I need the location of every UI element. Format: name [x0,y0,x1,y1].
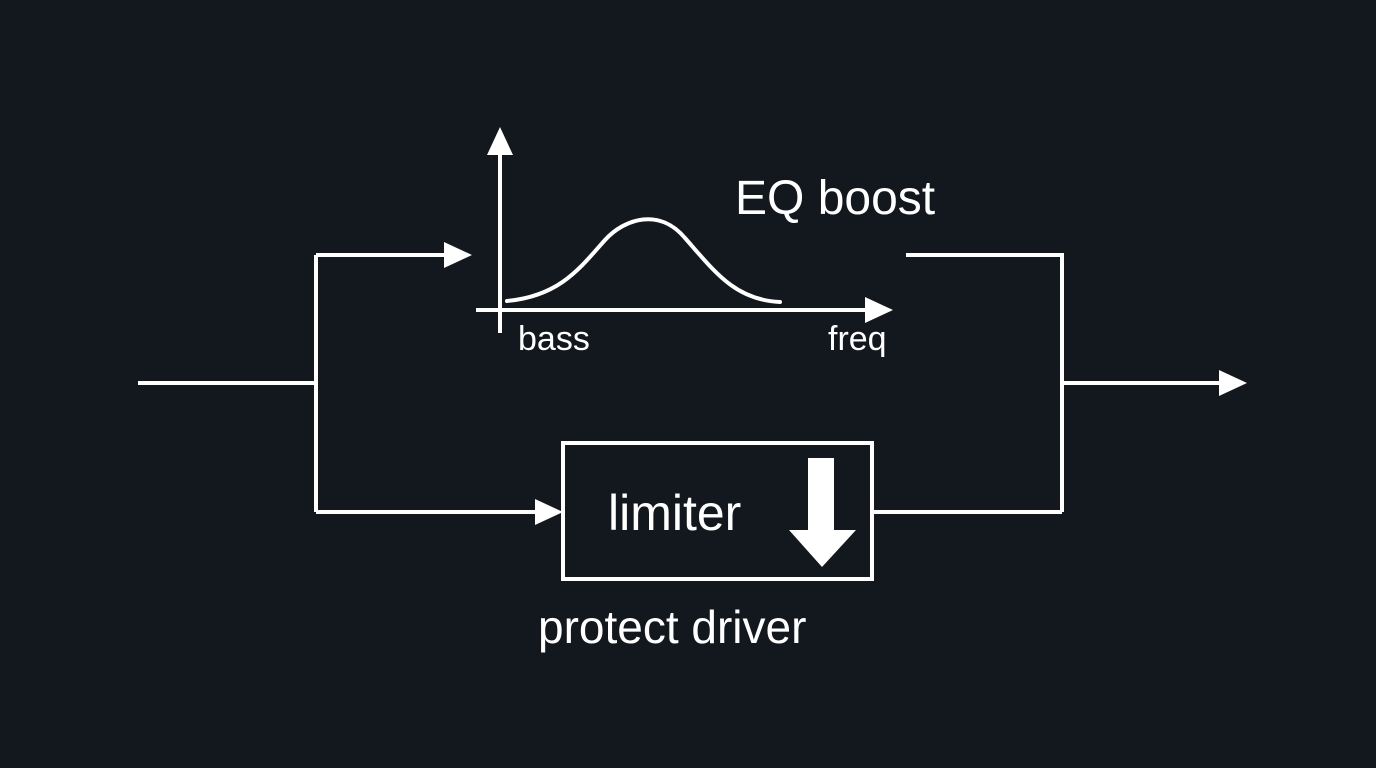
freq-label: freq [828,320,887,358]
bass-label: bass [518,320,590,358]
eq-branch-arrowhead [444,242,472,268]
output-arrowhead [1219,370,1247,396]
limiter-label: limiter [608,485,741,541]
protect-driver-caption: protect driver [538,601,806,653]
eq-x-axis-arrowhead [865,297,893,323]
eq-output-line [906,253,1064,512]
eq-boost-label: EQ boost [735,172,935,225]
limiter-branch-arrowhead [535,499,563,525]
down-arrow-icon [789,458,856,567]
eq-bell-curve [505,217,782,304]
eq-y-axis-arrowhead [487,127,513,155]
